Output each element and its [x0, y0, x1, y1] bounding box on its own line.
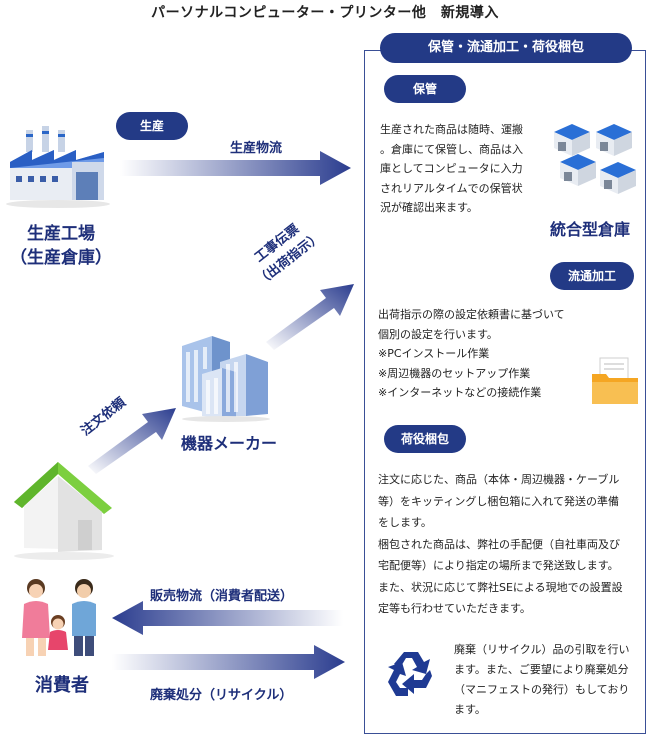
disposal-flow-label: 廃棄処分（リサイクル）: [150, 688, 293, 703]
recycle-text: 廃棄（リサイクル）品の引取を行い ます。また、ご要望により廃棄処分 （マニフェス…: [454, 643, 630, 716]
consumer-label: 消費者: [35, 675, 89, 696]
maker-building-icon: [176, 322, 276, 422]
warehouse-label: 統合型倉庫: [549, 220, 630, 239]
house-icon: [8, 456, 118, 562]
packing-text: 注文に応じた、商品（本体・周辺機器・ケーブル 等）をキッティングし梱包箱に入れて…: [378, 473, 623, 615]
processing-text: 出荷指示の際の設定依頼書に基づいて 個別の設定を行います。 ※PCインストール作…: [378, 308, 565, 399]
panel-header: 保管・流通加工・荷役梱包: [380, 33, 632, 63]
storage-badge: 保管: [384, 75, 466, 103]
production-flow-arrow: [120, 150, 352, 186]
folder-icon: [590, 356, 640, 406]
factory-label: 生産工場: [27, 224, 95, 244]
production-flow-label: 生産物流: [230, 141, 283, 156]
factory-sublabel: （生産倉庫）: [10, 248, 112, 268]
sales-flow-arrow: [112, 600, 344, 636]
sales-flow-label: 販売物流（消費者配送）: [150, 589, 294, 604]
storage-text: 生産された商品は随時、運搬 。倉庫にて保管し、商品は入 庫としてコンピュータに入…: [380, 123, 523, 214]
order-request-arrow: [86, 404, 178, 474]
consumer-family-icon: [14, 576, 106, 660]
processing-badge: 流通加工: [550, 262, 634, 290]
maker-label: 機器メーカー: [180, 434, 277, 453]
warehouse-icon: [554, 120, 638, 202]
recycle-icon: [384, 648, 438, 700]
packing-badge: 荷役梱包: [384, 425, 466, 453]
factory-icon: [4, 122, 112, 208]
work-order-arrow: [264, 280, 356, 350]
production-badge: 生産: [116, 112, 188, 140]
page-title: パーソナルコンピューター・プリンター他 新規導入: [151, 5, 499, 21]
disposal-flow-arrow: [112, 644, 346, 680]
